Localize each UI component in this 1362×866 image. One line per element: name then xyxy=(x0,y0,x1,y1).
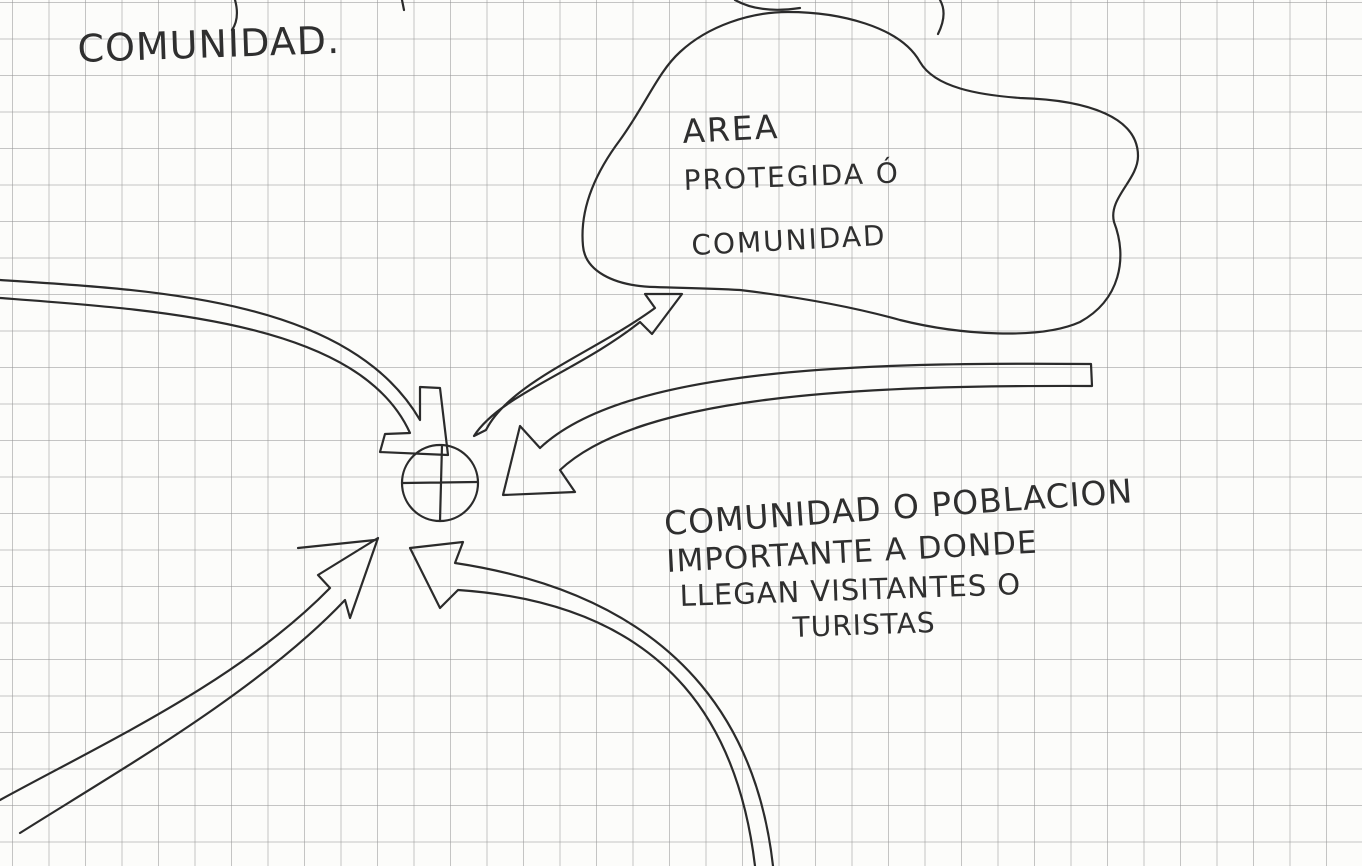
arrow-in-bottom-left xyxy=(0,536,380,835)
protected-area-cloud xyxy=(581,10,1140,335)
area-label-line2: PROTEGIDA Ó xyxy=(683,155,900,197)
arrow-in-bottom xyxy=(408,540,775,866)
arrow-in-top-left xyxy=(0,278,450,457)
community-label-line4: TURISTAS xyxy=(791,606,936,644)
top-scribble xyxy=(230,0,945,36)
top-comunidad-text: COMUNIDAD. xyxy=(77,18,341,71)
area-label-line1: AREA xyxy=(681,107,780,151)
arrow-in-right xyxy=(501,362,1094,497)
area-label-line3: COMUNIDAD xyxy=(691,219,888,262)
arrow-to-protected-area xyxy=(472,292,684,438)
arrow-in-bottom-left-head xyxy=(296,538,377,550)
community-marker-icon xyxy=(400,443,480,523)
